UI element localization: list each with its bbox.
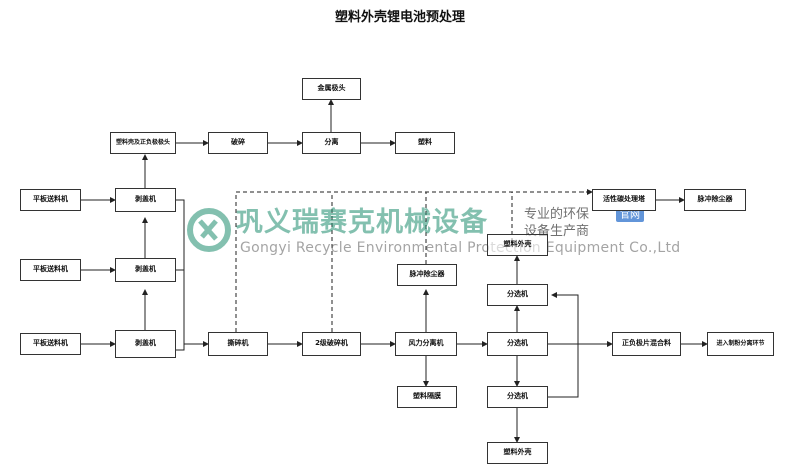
recycle-logo-icon <box>186 207 232 253</box>
separate-step: 分离 <box>302 132 361 154</box>
plastic-output-top: 塑料 <box>395 132 455 154</box>
plastic-shell-mid-output: 塑料外壳 <box>487 234 548 256</box>
watermark-company-en: Gongyi Recycle Environmental Protection … <box>240 240 681 256</box>
plastic-film-output: 塑料隔膜 <box>397 386 457 408</box>
secondary-crusher: 2级破碎机 <box>302 332 361 356</box>
crush-step: 破碎 <box>208 132 268 154</box>
cover-stripper-3: 剥盖机 <box>115 330 176 358</box>
pulse-dust-collector-mid: 脉冲除尘器 <box>397 264 457 286</box>
sorter-lower: 分选机 <box>487 386 548 408</box>
activated-carbon-tower: 活性碳处理塔 <box>592 189 656 211</box>
air-separator: 风力分离机 <box>395 332 457 356</box>
cover-stripper-2: 剥盖机 <box>115 258 176 282</box>
plastic-shell-bottom-output: 塑料外壳 <box>487 442 548 464</box>
sorter-upper: 分选机 <box>487 284 548 306</box>
cover-stripper-1: 剥盖机 <box>115 188 176 212</box>
shell-and-terminals: 塑料壳及正负极极头 <box>110 132 176 154</box>
metal-terminals-output: 金属极头 <box>302 78 361 100</box>
pulse-dust-collector-top: 脉冲除尘器 <box>684 189 746 211</box>
next-stage-output: 进入制粉分离环节 <box>707 332 774 356</box>
page-title: 塑料外壳锂电池预处理 <box>334 10 465 25</box>
feeder-2: 平板送料机 <box>20 259 81 281</box>
feeder-1: 平板送料机 <box>20 189 81 211</box>
shredder: 撕碎机 <box>208 332 268 356</box>
watermark-company-cn: 巩义瑞赛克机械设备 <box>236 207 488 238</box>
electrode-mix-output: 正负极片混合料 <box>612 332 681 356</box>
feeder-3: 平板送料机 <box>20 333 81 355</box>
watermark-slogan-1: 专业的环保 <box>524 207 590 222</box>
sorter-main: 分选机 <box>487 332 548 356</box>
